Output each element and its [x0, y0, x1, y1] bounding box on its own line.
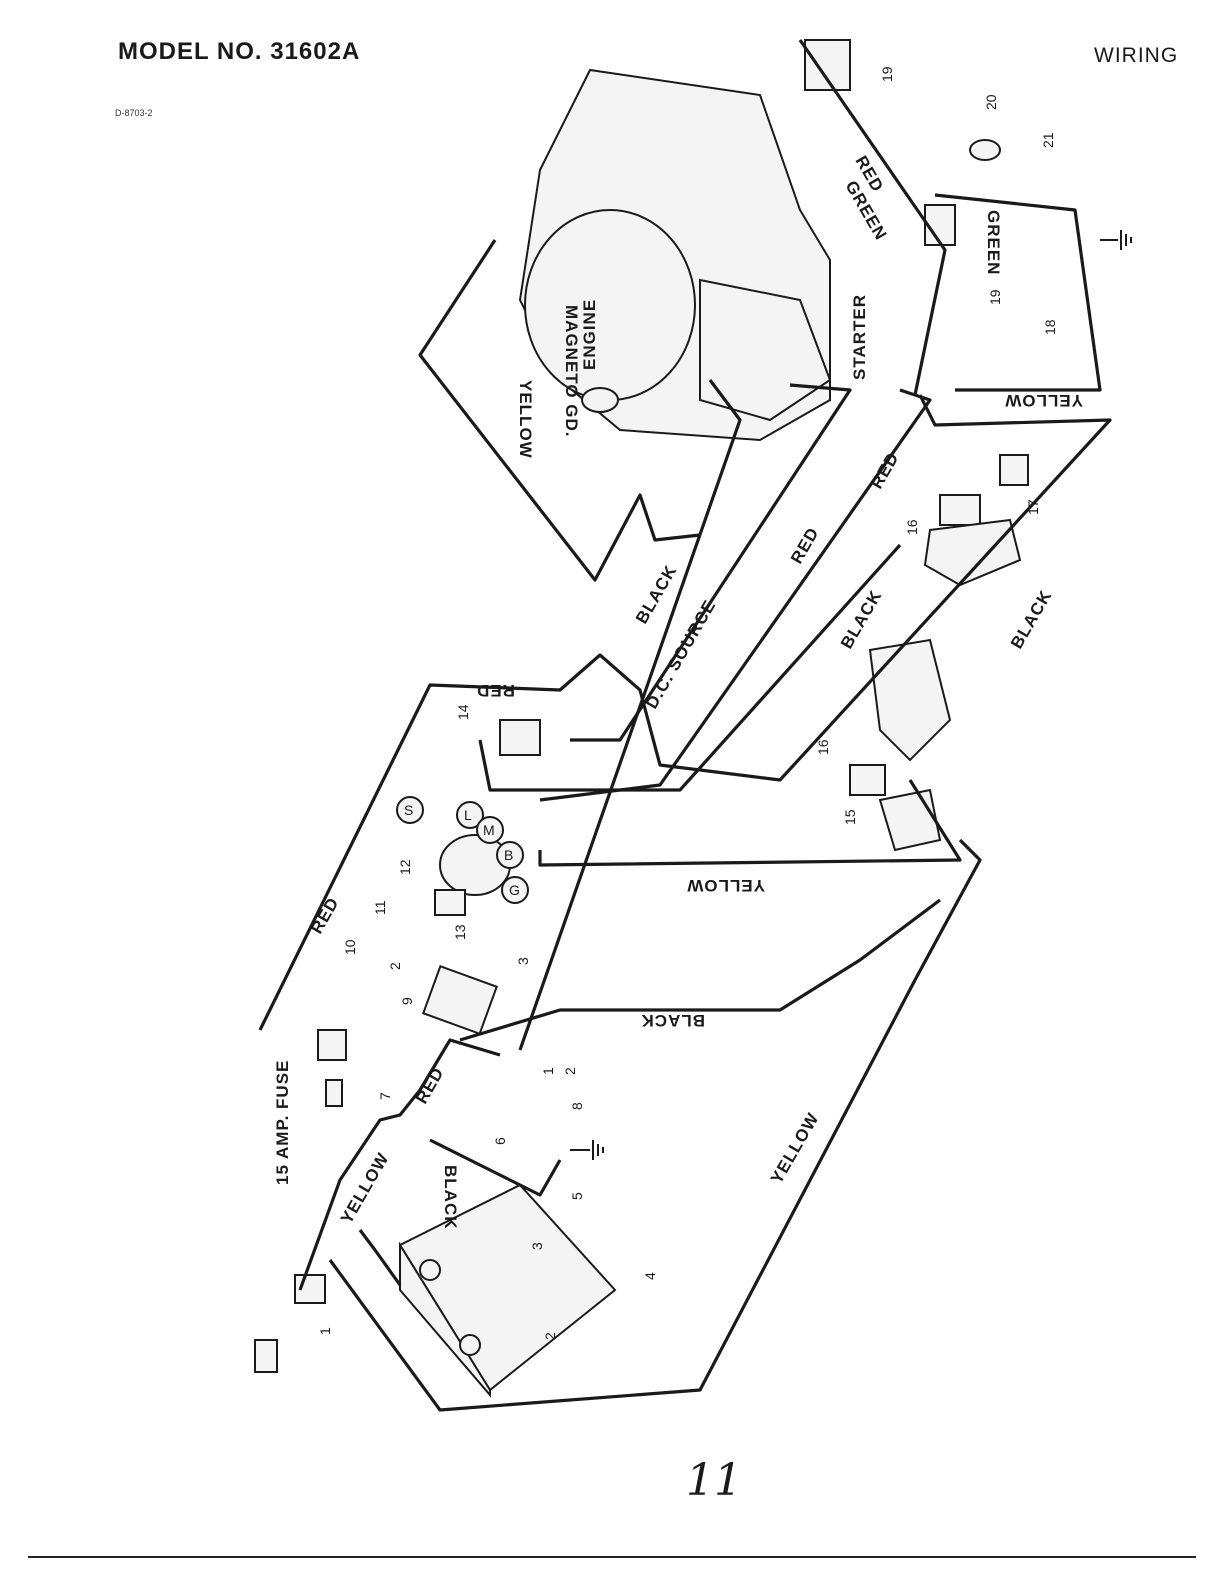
label-red: RED	[307, 894, 343, 937]
label-black: BLACK	[837, 587, 886, 652]
callout-6: 6	[492, 1137, 508, 1145]
callout-4: 4	[642, 1272, 658, 1280]
terminal-b: B	[504, 847, 513, 863]
callout-3: 3	[515, 957, 531, 965]
callout-12: 12	[397, 859, 413, 875]
drawing-code: D-8703-2	[115, 108, 153, 118]
callout-7: 7	[377, 1092, 393, 1100]
callout-18: 18	[1042, 319, 1058, 335]
solenoid	[421, 964, 499, 1036]
wiring-harness	[258, 39, 1112, 1412]
battery	[398, 1183, 617, 1398]
callout-19: 19	[879, 66, 895, 82]
callout-2: 2	[542, 1332, 558, 1340]
callout-13: 13	[452, 924, 468, 940]
starter-label: STARTER	[850, 294, 869, 380]
bulb-20	[969, 139, 1001, 161]
ground-symbol	[1100, 230, 1132, 250]
section-title: WIRING	[1094, 44, 1179, 67]
terminal-s: S	[404, 802, 413, 818]
label-yellow: YELLOW	[516, 380, 535, 459]
ignition-switch: S L M B G	[396, 796, 529, 916]
callouts: 1 1 2 2 2 3 3 4 5 6 7 8 9 10 11 12 13 14…	[317, 66, 1058, 1340]
callout-9: 9	[399, 997, 415, 1005]
fuse-holder	[317, 1029, 347, 1061]
callout-2: 2	[562, 1067, 578, 1075]
label-red: RED	[867, 449, 903, 492]
callout-1: 1	[540, 1067, 556, 1075]
label-red: RED	[476, 681, 515, 700]
interlock-switch-15	[849, 764, 886, 796]
callout-21: 21	[1040, 132, 1056, 148]
model-number: MODEL NO. 31602A	[118, 38, 361, 65]
label-black: BLACK	[641, 1011, 706, 1030]
callout-2: 2	[387, 962, 403, 970]
footer-rule	[28, 1556, 1196, 1558]
terminal-l: L	[464, 807, 472, 823]
brake-bracket	[878, 788, 942, 852]
callout-16: 16	[815, 739, 831, 755]
callout-10: 10	[342, 939, 358, 955]
callout-3: 3	[529, 1242, 545, 1250]
engine: ENGINE STARTER	[518, 68, 869, 442]
plug-end	[254, 1339, 278, 1373]
terminal-g: G	[509, 882, 520, 898]
pto-bracket	[868, 638, 952, 762]
terminal-m: M	[483, 822, 495, 838]
label-yellow: YELLOW	[767, 1109, 823, 1187]
callout-15: 15	[842, 809, 858, 825]
fuse-part	[325, 1079, 343, 1107]
fuse-label: 15 AMP. FUSE	[273, 1060, 292, 1185]
callout-14: 14	[455, 704, 471, 720]
callout-20: 20	[983, 94, 999, 110]
callout-8: 8	[569, 1102, 585, 1110]
seat-switch-bracket	[923, 518, 1022, 587]
label-yellow: YELLOW	[686, 876, 765, 895]
label-red: RED	[412, 1064, 448, 1107]
label-black: BLACK	[632, 562, 681, 627]
label-black: BLACK	[441, 1165, 460, 1230]
callout-11: 11	[372, 900, 388, 915]
callout-17: 17	[1025, 499, 1041, 515]
label-green: GREEN	[984, 210, 1003, 275]
callout-5: 5	[569, 1192, 585, 1200]
engine-label: ENGINE	[580, 299, 599, 370]
connector-17	[999, 454, 1029, 486]
page-number: 11	[686, 1455, 742, 1506]
label-magneto: MAGNETO GD.	[562, 305, 581, 438]
label-black: BLACK	[1007, 587, 1056, 652]
callout-16: 16	[904, 519, 920, 535]
ground-symbol	[570, 1140, 604, 1160]
label-yellow: YELLOW	[1004, 391, 1083, 410]
callout-1: 1	[317, 1327, 333, 1335]
interlock-switch-17	[939, 494, 981, 526]
callout-19: 19	[987, 289, 1003, 305]
label-yellow: YELLOW	[337, 1149, 393, 1227]
relay	[499, 719, 541, 756]
